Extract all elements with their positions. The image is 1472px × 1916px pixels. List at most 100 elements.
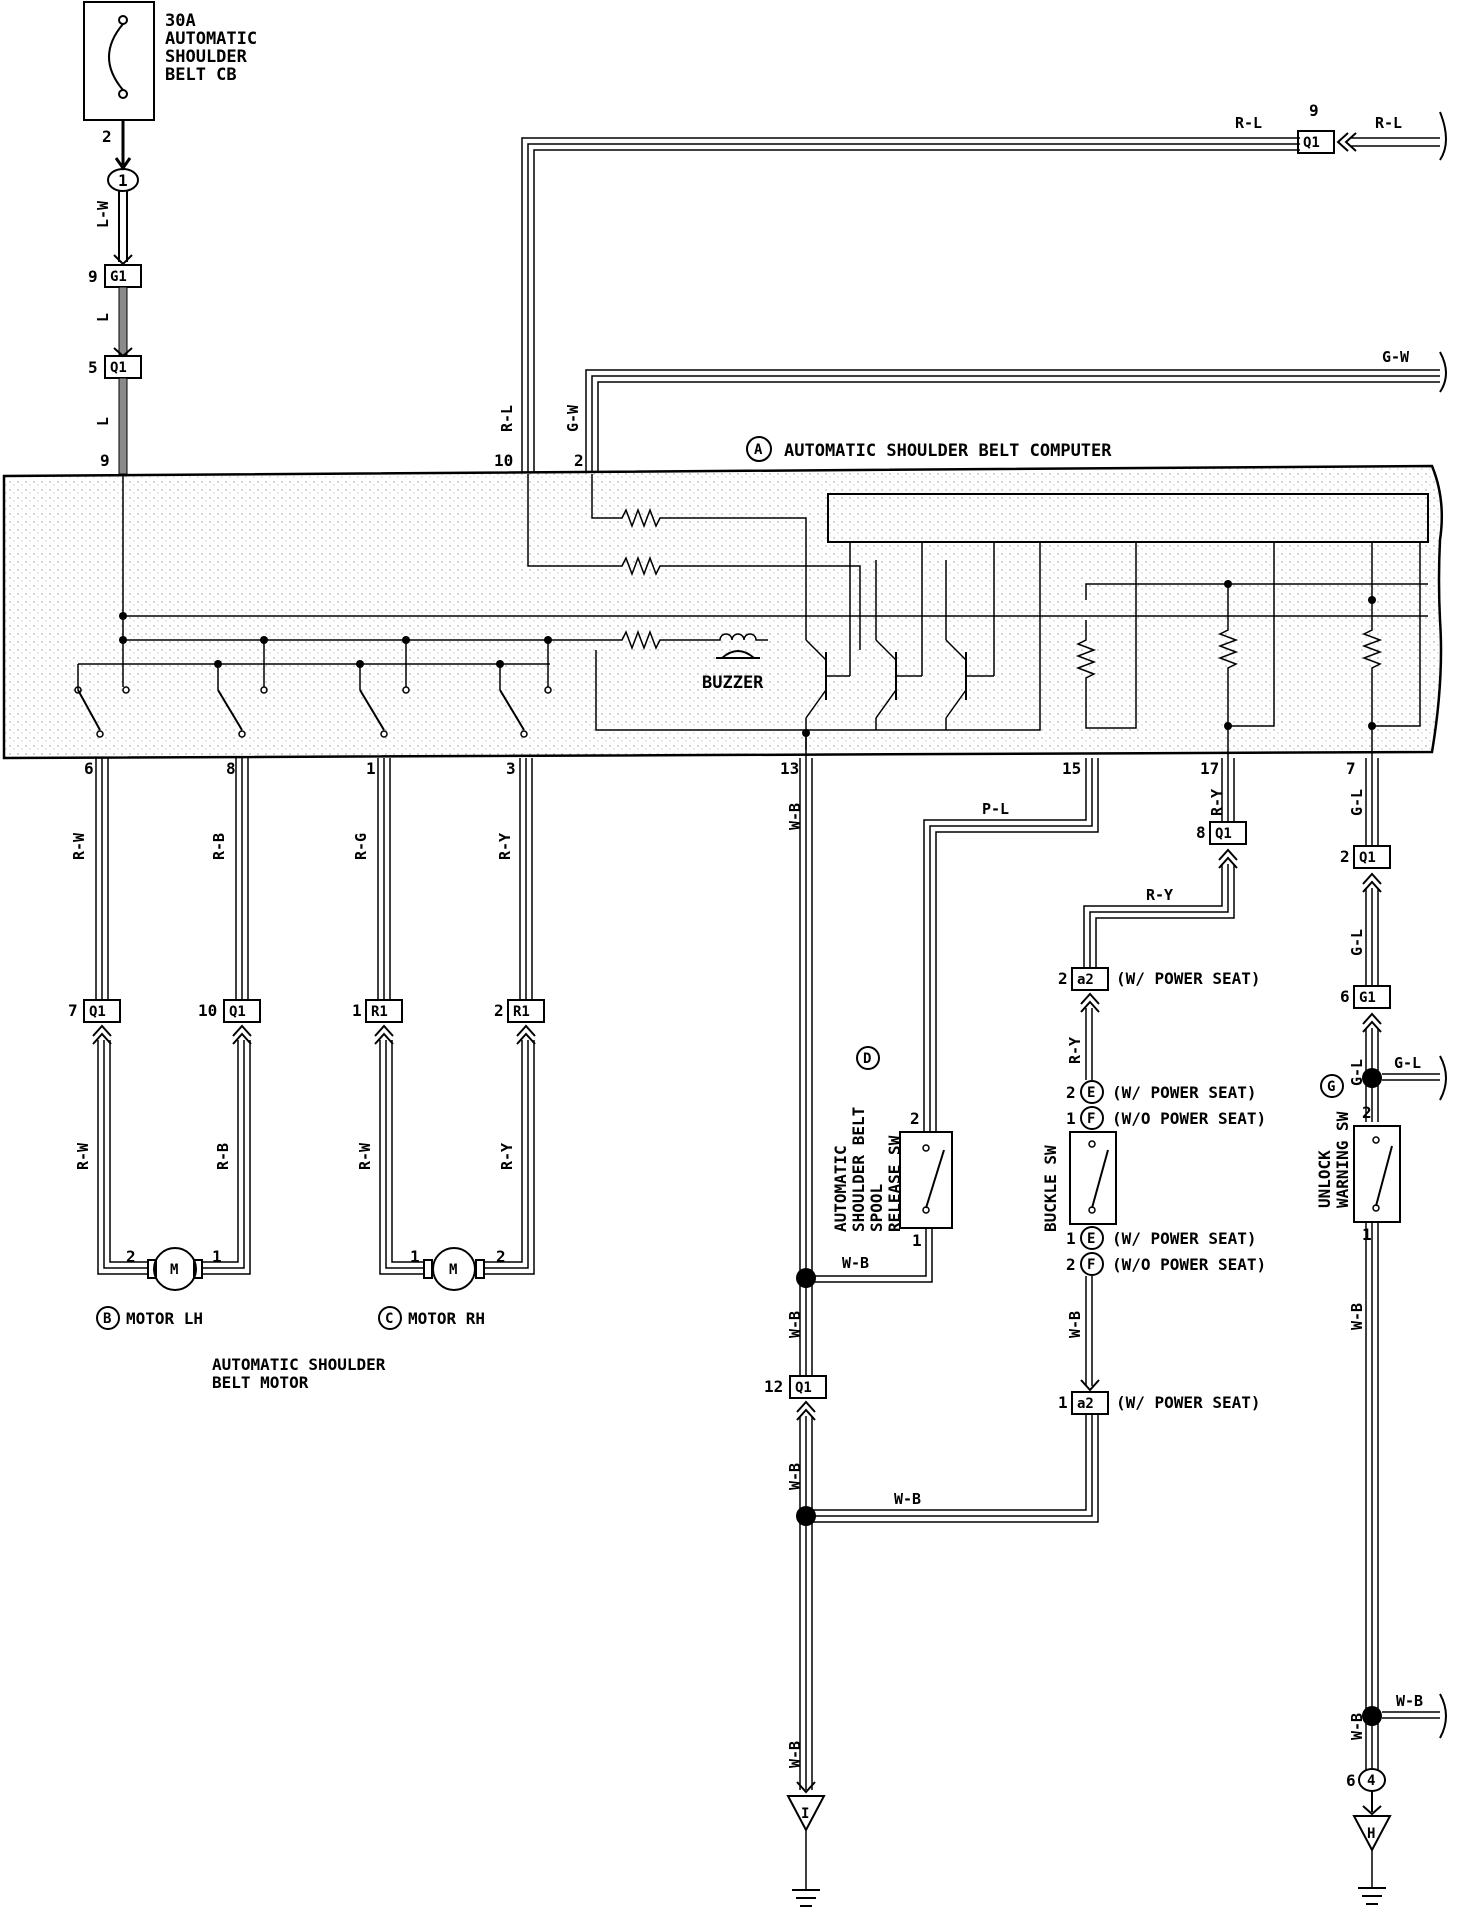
wire-g-l-branch: G-L: [1394, 1054, 1421, 1072]
motor-lh-circuit: 6 R-W Q1 7 R-W 2 8 R-B Q1 10 R-B 1 M: [68, 758, 261, 1330]
wire-w-b-branch: W-B: [1396, 1692, 1423, 1710]
pin-mlh-2: 2: [126, 1247, 136, 1266]
wire-g-l-ecu: G-L: [1348, 789, 1366, 816]
spool-label-3: SPOOL: [867, 1184, 886, 1232]
pin-ecu-9: 9: [100, 451, 110, 470]
pin-mrh-2: 2: [496, 1247, 506, 1266]
pin-gnd4-6: 6: [1346, 1771, 1356, 1790]
conn-a2-top: a2: [1077, 972, 1094, 988]
wire-g-w-vert: G-W: [564, 404, 582, 432]
wire-l-lower: L: [94, 417, 112, 426]
motor-rh-circuit: 1 R-G R1 1 R-W 1 3 R-Y R1 2 R-Y 2 M: [352, 758, 545, 1330]
buckle-label: BUCKLE SW: [1041, 1145, 1060, 1232]
wire-w-b-spool: W-B: [842, 1254, 869, 1272]
conn-q1-2: Q1: [1359, 850, 1376, 866]
wire-r-w-rh-lower: R-W: [356, 1142, 374, 1170]
wire-l-upper: L: [94, 313, 112, 322]
ground-i: I: [801, 1806, 809, 1822]
wire-w-b-buckle: W-B: [1066, 1311, 1084, 1338]
wire-r-w-lh-upper: R-W: [70, 832, 88, 860]
spool-release-circuit: 13 W-B 15 P-L 2 1 D AUTOMATIC SHOULDER B…: [764, 729, 1099, 1907]
pin-q1-7: 7: [68, 1001, 78, 1020]
note-a2-bot: (W/ POWER SEAT): [1116, 1393, 1261, 1412]
spool-label-2: SHOULDER BELT: [849, 1107, 868, 1232]
wire-w-b-unlock-low: W-B: [1348, 1713, 1366, 1740]
conn-q1-8: Q1: [1215, 826, 1232, 842]
cb-label-3: SHOULDER: [165, 47, 248, 67]
pin-g1-6: 6: [1340, 987, 1350, 1006]
conn-4: 4: [1367, 1773, 1375, 1789]
wire-r-l-left: R-L: [1235, 114, 1262, 132]
motor-lh-label: MOTOR LH: [126, 1309, 203, 1328]
pin-ecu-1: 1: [366, 759, 376, 778]
pin-ecu-7: 7: [1346, 759, 1356, 778]
pin-g1-9: 9: [88, 267, 98, 286]
wire-l-w: L-W: [94, 200, 112, 228]
conn-q1-10: Q1: [229, 1004, 246, 1020]
note-e-bot: (W/ POWER SEAT): [1112, 1229, 1257, 1248]
pin-spool-1: 1: [912, 1231, 922, 1250]
pin-ecu-8: 8: [226, 759, 236, 778]
motor-lh-symbol: M: [170, 1262, 178, 1278]
buzzer-label: BUZZER: [702, 673, 764, 693]
wire-w-b-mid: W-B: [786, 1463, 804, 1490]
wire-r-y-rh-lower: R-Y: [498, 1143, 516, 1170]
conn-q1-top: Q1: [1303, 135, 1320, 151]
unlock-warning-circuit: 7 G-L Q1 2 G-L G1 6 G-L G G-L 2 1: [1315, 726, 1447, 1905]
wire-w-b-return: W-B: [894, 1490, 921, 1508]
cb-label-4: BELT CB: [165, 65, 237, 85]
note-f-bot: (W/O POWER SEAT): [1112, 1255, 1266, 1274]
unlock-label-1: UNLOCK: [1315, 1150, 1334, 1208]
conn-1: 1: [118, 171, 128, 190]
wire-r-b-lh-upper: R-B: [210, 833, 228, 860]
pin-q1-10: 10: [198, 1001, 217, 1020]
conn-r1-2: R1: [513, 1004, 530, 1020]
wire-g-w-label: G-W: [1382, 348, 1410, 366]
conn-g1-6: G1: [1359, 990, 1376, 1006]
conn-e-top: E: [1087, 1085, 1095, 1101]
pin-spool-2: 2: [910, 1109, 920, 1128]
wire-w-b-unlock: W-B: [1348, 1303, 1366, 1330]
shoulder-belt-computer: A AUTOMATIC SHOULDER BELT COMPUTER BUZZE…: [2, 436, 1444, 760]
pin-q1-5: 5: [88, 358, 98, 377]
conn-e-bot: E: [1087, 1231, 1095, 1247]
pin-cb-2: 2: [102, 127, 112, 146]
junction-g: G: [1327, 1079, 1335, 1095]
wire-r-y-rh-upper: R-Y: [496, 833, 514, 860]
wire-r-y-ecu17: R-Y: [1208, 789, 1226, 816]
ground-h: H: [1367, 1826, 1375, 1842]
wire-r-w-lh-lower: R-W: [74, 1142, 92, 1170]
pin-f-2: 2: [1066, 1255, 1076, 1274]
wire-w-b-low: W-B: [786, 1741, 804, 1768]
feed-wire: 2 1 L-W G1 9 L Q1 5 L 9: [88, 120, 142, 475]
pin-q1-2: 2: [1340, 847, 1350, 866]
conn-a2-bot: a2: [1077, 1396, 1094, 1412]
pin-mlh-1: 1: [212, 1247, 222, 1266]
pin-unlock-2: 2: [1362, 1103, 1372, 1122]
conn-g1-top: G1: [110, 269, 127, 285]
wire-r-l-right: R-L: [1375, 114, 1402, 132]
conn-q1-7: Q1: [89, 1004, 106, 1020]
pin-e-1: 1: [1066, 1229, 1076, 1248]
marker-b: B: [103, 1311, 111, 1327]
cb-label-1: 30A: [165, 11, 196, 31]
computer-title: AUTOMATIC SHOULDER BELT COMPUTER: [784, 441, 1112, 461]
note-a2-top: (W/ POWER SEAT): [1116, 969, 1261, 988]
pin-ecu-13: 13: [780, 759, 799, 778]
conn-q1-left: Q1: [110, 360, 127, 376]
pin-a2-1: 1: [1058, 1393, 1068, 1412]
wire-r-y-horiz: R-Y: [1146, 886, 1173, 904]
wire-r-b-lh-lower: R-B: [214, 1143, 232, 1170]
pin-ecu-2: 2: [574, 451, 584, 470]
wire-r-y-buckle: R-Y: [1066, 1037, 1084, 1064]
note-e-top: (W/ POWER SEAT): [1112, 1083, 1257, 1102]
wire-r-g-rh: R-G: [352, 833, 370, 860]
wire-r-l-run: R-L 9 Q1 R-L R-L 10: [494, 101, 1447, 474]
pin-q1-8: 8: [1196, 823, 1206, 842]
spool-label-1: AUTOMATIC: [831, 1145, 850, 1232]
pin-q1-top-9: 9: [1309, 101, 1319, 120]
pin-a2-2: 2: [1058, 969, 1068, 988]
circuit-breaker: 30A AUTOMATIC SHOULDER BELT CB: [83, 1, 257, 121]
conn-q1-12: Q1: [795, 1380, 812, 1396]
